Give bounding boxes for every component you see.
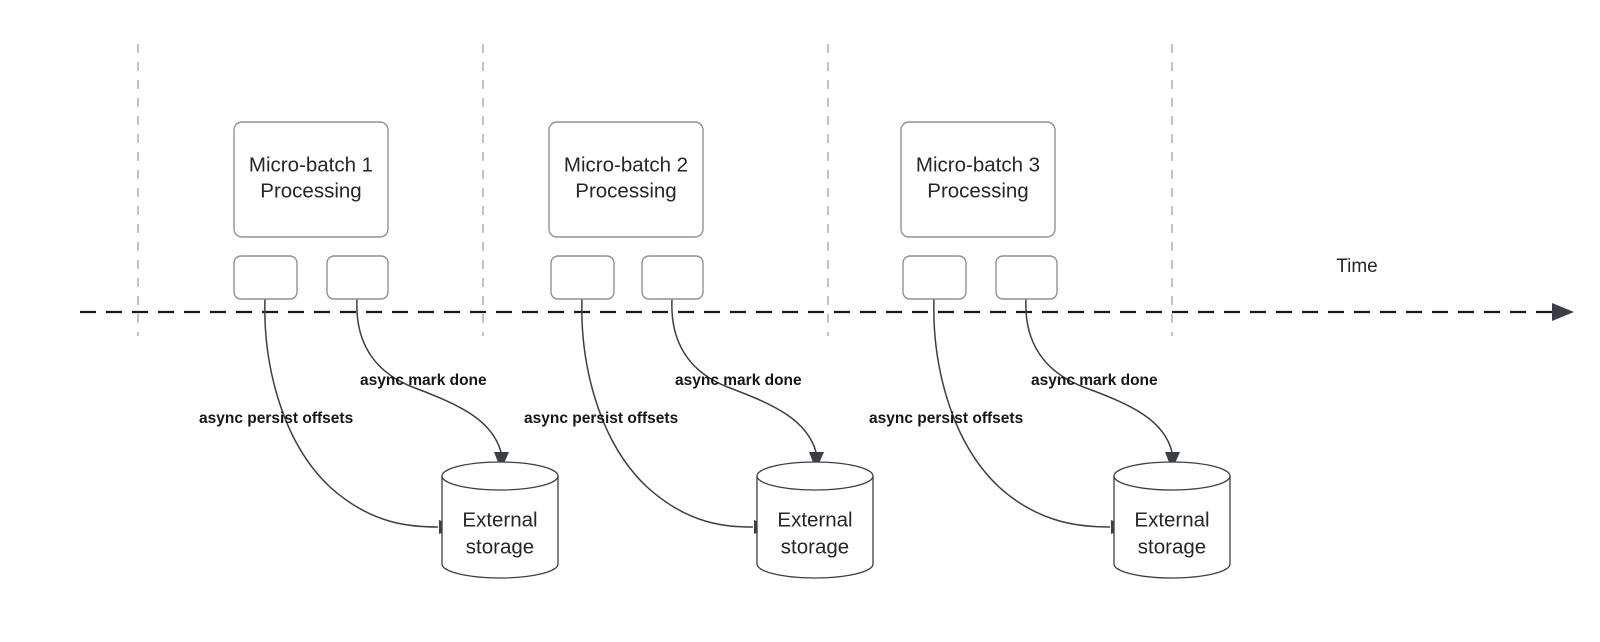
micro-batch-3-task-right[interactable] <box>995 255 1058 300</box>
micro-batch-1-process-label-line1: Micro-batch 1 <box>249 153 373 176</box>
label-async-mark-done-2: async mark done <box>675 372 802 389</box>
micro-batch-3-markdone-edge <box>1025 298 1173 453</box>
micro-batch-1-process-box[interactable] <box>233 121 389 238</box>
label-async-persist-offsets-3: async persist offsets <box>869 410 1023 427</box>
micro-batch-2-group: Micro-batch 2 Processing External storag… <box>524 121 874 579</box>
label-async-persist-offsets-2: async persist offsets <box>524 410 678 427</box>
external-storage-3-label-line2: storage <box>1138 535 1206 558</box>
time-axis-arrowhead <box>1552 303 1574 321</box>
micro-batch-1-task-left[interactable] <box>233 255 298 300</box>
label-async-mark-done-3: async mark done <box>1031 372 1158 389</box>
external-storage-2-label-line2: storage <box>781 535 849 558</box>
micro-batch-2-markdone-edge <box>671 298 817 453</box>
micro-batch-3-task-left[interactable] <box>902 255 967 300</box>
micro-batch-2-markdone-arrowhead <box>809 452 824 470</box>
micro-batch-3-process-label-line2: Processing <box>927 179 1028 202</box>
batch-boundaries-group <box>137 44 1173 336</box>
micro-batch-2-process-box[interactable] <box>548 121 704 238</box>
micro-batch-1-persist-edge <box>264 298 439 528</box>
micro-batch-3-group: Micro-batch 3 Processing External storag… <box>869 121 1231 579</box>
external-storage-2[interactable]: External storage <box>756 461 874 579</box>
micro-batch-2-process-label-line2: Processing <box>575 179 676 202</box>
external-storage-1-label-line2: storage <box>466 535 534 558</box>
micro-batch-1-task-right[interactable] <box>326 255 389 300</box>
time-axis-group: Time <box>80 256 1574 321</box>
external-storage-1[interactable]: External storage <box>441 461 559 579</box>
micro-batch-1-markdone-arrowhead <box>494 452 509 470</box>
external-storage-1-label-line1: External <box>462 508 537 531</box>
micro-batch-3-markdone-arrowhead <box>1165 452 1180 470</box>
micro-batch-2-persist-edge <box>581 298 754 528</box>
micro-batch-1-process-label-line2: Processing <box>260 179 361 202</box>
micro-batch-2-task-right[interactable] <box>641 255 704 300</box>
external-storage-3-label-line1: External <box>1134 508 1209 531</box>
label-async-mark-done-1: async mark done <box>360 372 487 389</box>
label-async-persist-offsets-1: async persist offsets <box>199 410 353 427</box>
external-storage-3[interactable]: External storage <box>1113 461 1231 579</box>
micro-batch-3-process-label-line1: Micro-batch 3 <box>916 153 1040 176</box>
micro-batch-3-persist-edge <box>933 298 1111 528</box>
micro-batch-2-task-left[interactable] <box>550 255 615 300</box>
micro-batch-1-markdone-edge <box>356 298 502 453</box>
micro-batch-3-process-box[interactable] <box>900 121 1056 238</box>
micro-batch-2-process-label-line1: Micro-batch 2 <box>564 153 688 176</box>
micro-batch-1-group: Micro-batch 1 Processing External storag… <box>199 121 559 579</box>
external-storage-2-label-line1: External <box>777 508 852 531</box>
time-axis-label: Time <box>1336 256 1378 277</box>
